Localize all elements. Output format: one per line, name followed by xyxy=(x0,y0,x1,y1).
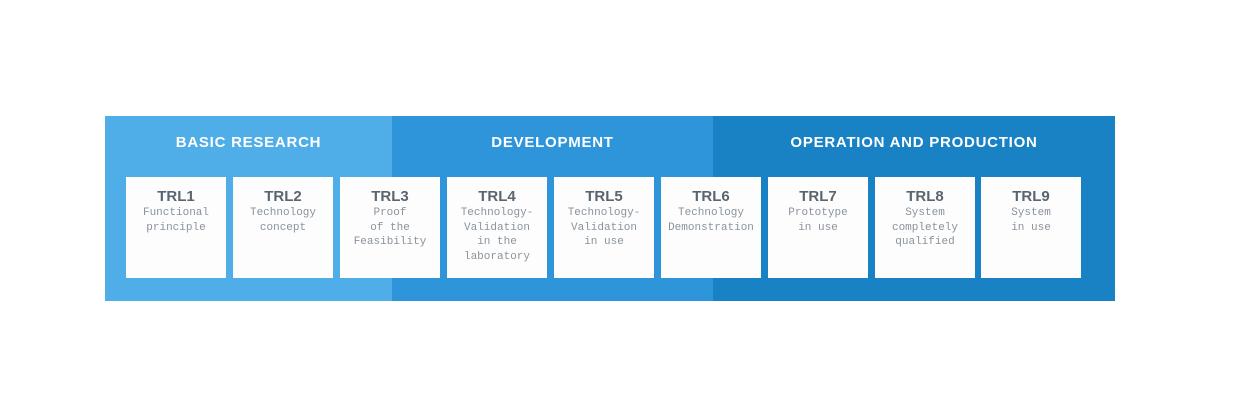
trl-card-title-trl9: TRL9 xyxy=(1012,188,1050,205)
trl-card-title-trl6: TRL6 xyxy=(692,188,730,205)
trl-card-title-trl7: TRL7 xyxy=(799,188,837,205)
trl-card-title-trl8: TRL8 xyxy=(906,188,944,205)
trl-card-description-trl9: System in use xyxy=(1011,207,1051,234)
trl-band-development: DEVELOPMENT xyxy=(392,116,713,301)
trl-card-description-trl8: System completely qualified xyxy=(891,207,958,248)
trl-card-title-trl3: TRL3 xyxy=(371,188,409,205)
trl-card-description-trl6: Technology Demonstration xyxy=(668,207,754,234)
trl-card-title-trl2: TRL2 xyxy=(264,188,302,205)
trl-card-description-trl7: Prototype in use xyxy=(788,207,848,234)
trl-card-title-trl5: TRL5 xyxy=(585,188,623,205)
trl-card-title-trl4: TRL4 xyxy=(478,188,516,205)
trl-card-description-trl5: Technology- Validation in use xyxy=(567,207,641,248)
trl-card-description-trl1: Functional principle xyxy=(142,207,209,234)
trl-band-label-basic-research: BASIC RESEARCH xyxy=(175,134,322,151)
trl-card-description-trl4: Technology- Validation in the laboratory xyxy=(460,207,534,263)
trl-band-label-development: DEVELOPMENT xyxy=(491,134,614,151)
trl-card-title-trl1: TRL1 xyxy=(157,188,195,205)
trl-card-description-trl2: Technology concept xyxy=(249,207,316,234)
trl-band-label-operation-and-production: OPERATION AND PRODUCTION xyxy=(790,134,1038,151)
trl-card-description-trl3: Proof of the Feasibility xyxy=(353,207,427,248)
